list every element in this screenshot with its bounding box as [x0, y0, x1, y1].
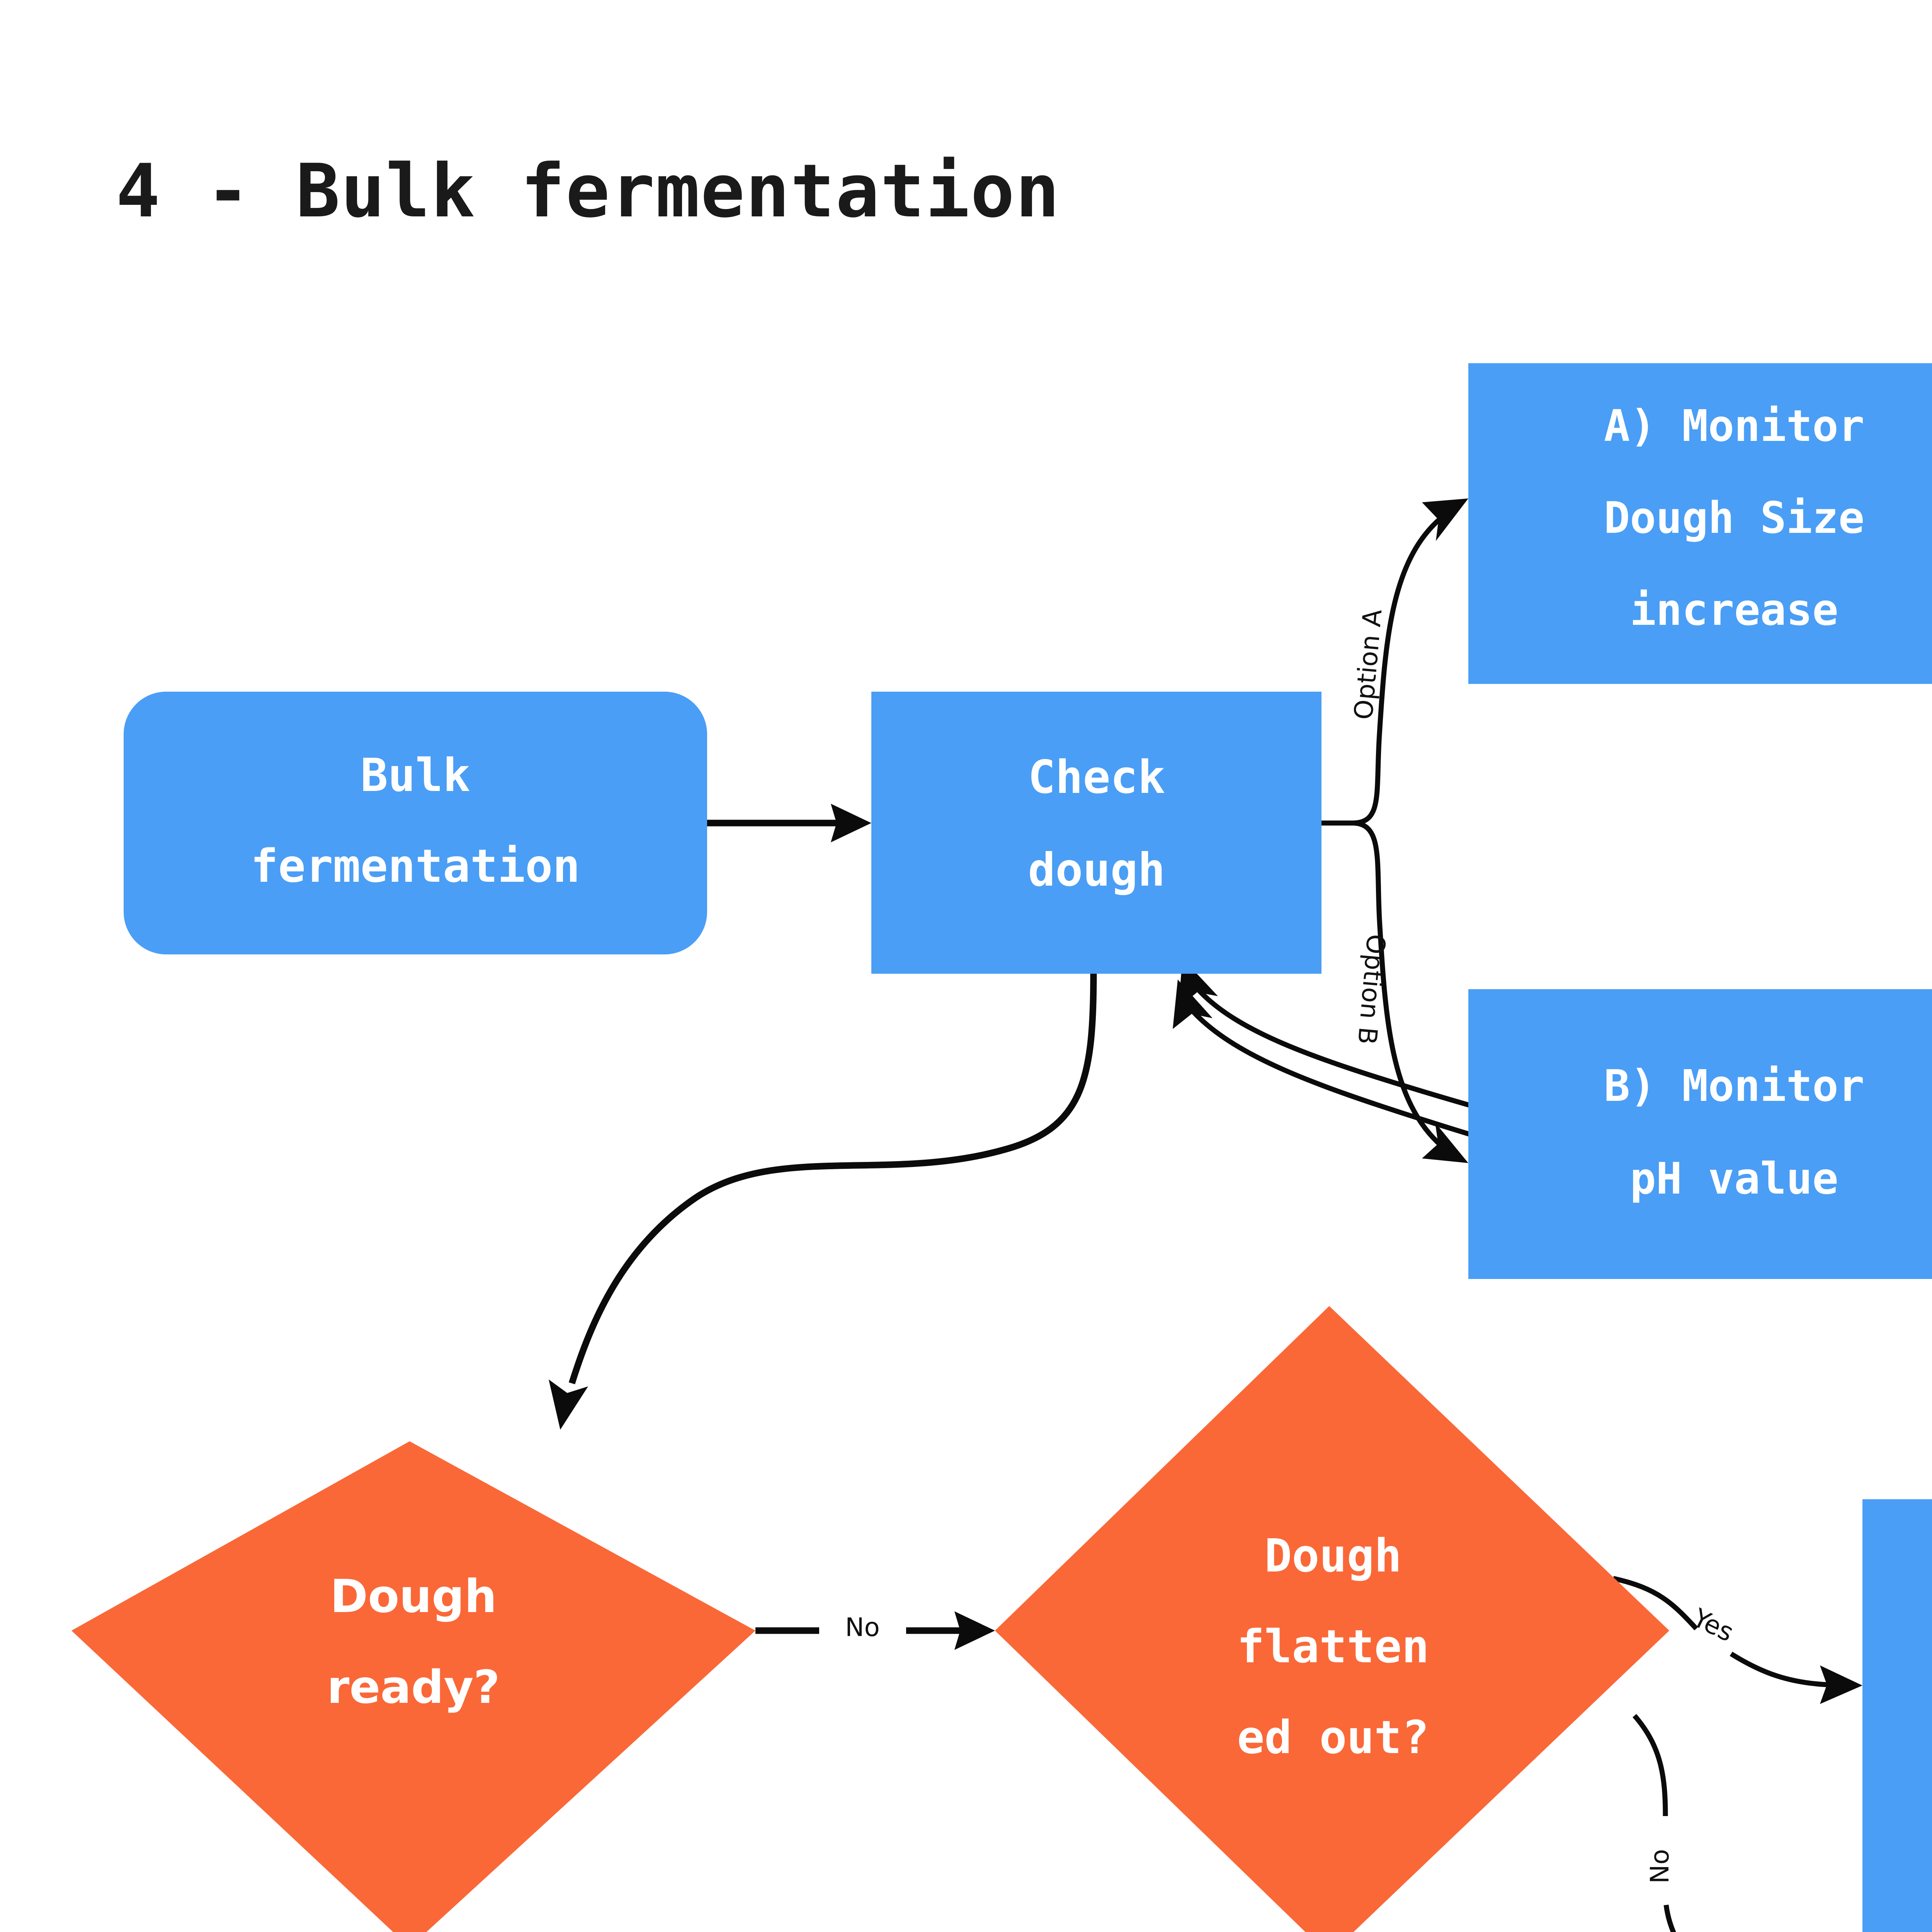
- node-bulk-fermentation-line2: fermentation: [251, 839, 580, 893]
- edge-check-to-dough-ready: [549, 973, 1097, 1430]
- node-dough-ready[interactable]: Dough ready?: [71, 1441, 755, 1932]
- node-dough-ready-line2: ready?: [327, 1660, 500, 1714]
- edge-label-option-b: Option B: [1352, 933, 1391, 1046]
- node-wait-60-minutes[interactable]: Wait 60 minutes: [1862, 1861, 1932, 1932]
- node-monitor-size-line1: A) Monitor: [1604, 401, 1864, 451]
- edge-bulk-to-check: [707, 804, 871, 842]
- edge-label-ready-no: No: [845, 1612, 880, 1642]
- node-dough-flattened-line1: Dough: [1264, 1529, 1401, 1582]
- node-monitor-ph-value[interactable]: B) Monitor pH value: [1468, 989, 1932, 1279]
- node-monitor-ph-line2: pH value: [1630, 1154, 1838, 1204]
- page-title: 4 - Bulk fermentation: [116, 148, 1060, 234]
- node-dough-ready-line1: Dough: [330, 1570, 497, 1623]
- node-check-dough[interactable]: Check dough: [871, 692, 1321, 974]
- node-check-dough-line2: dough: [1028, 843, 1165, 896]
- node-check-dough-line1: Check: [1028, 750, 1165, 804]
- edge-flattened-no: No: [1633, 1714, 1676, 1932]
- node-bulk-fermentation[interactable]: Bulk fermentation: [124, 692, 707, 954]
- node-monitor-ph-line1: B) Monitor: [1604, 1061, 1864, 1111]
- node-monitor-size-line2: Dough Size: [1604, 493, 1864, 543]
- edge-label-flattened-no: No: [1645, 1849, 1675, 1884]
- node-dough-flattened-line2: flatten: [1237, 1620, 1429, 1673]
- node-dough-flattened-line3: ed out?: [1237, 1711, 1429, 1764]
- node-dough-flattened[interactable]: Dough flatten ed out?: [995, 1306, 1669, 1932]
- node-stretch-and-fold[interactable]: Stretch and fold: [1862, 1499, 1932, 1870]
- edge-wait-to-check-loop: [1173, 980, 1932, 1265]
- node-monitor-size-line3: increase: [1630, 585, 1838, 635]
- edge-dough-ready-no: No: [755, 1611, 995, 1650]
- node-monitor-dough-size[interactable]: A) Monitor Dough Size increase: [1468, 363, 1932, 684]
- node-bulk-fermentation-line1: Bulk: [361, 748, 470, 802]
- edge-label-flattened-yes: Yes: [1688, 1603, 1738, 1648]
- edge-check-to-monitor-size: Option A: [1321, 498, 1468, 826]
